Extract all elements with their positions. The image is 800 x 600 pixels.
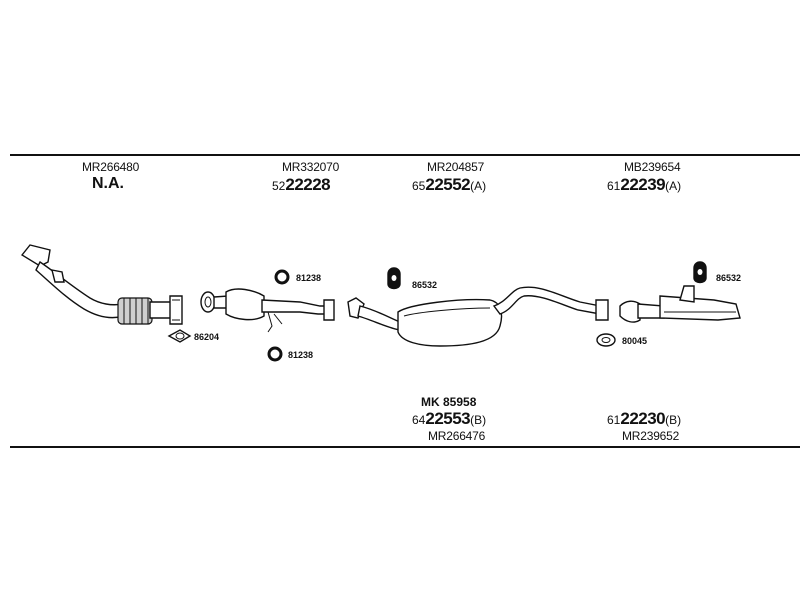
oe-number-5: MR266476: [428, 429, 486, 443]
oe-number-6: MR239652: [622, 429, 680, 443]
part-prefix: 61: [607, 179, 621, 193]
part-bold: 22553: [425, 409, 471, 428]
part-prefix: 65: [412, 179, 426, 193]
ref-number-hanger-middle: 86532: [412, 280, 438, 290]
part-bold: 22228: [285, 175, 331, 194]
ref-number-gasket: 86204: [194, 332, 220, 342]
part-bold: 22230: [620, 409, 666, 428]
part-number-5: 6422553(B): [412, 409, 486, 429]
catalytic-converter-drawing: [200, 288, 335, 333]
part-bold: 22239: [620, 175, 666, 194]
part-number-3: 6522552(A): [412, 175, 486, 195]
front-pipe-drawing: [20, 244, 183, 325]
part-number-4: 6122239(A): [607, 175, 681, 195]
part-suffix: (B): [470, 413, 487, 427]
mounting-kit-number: MK 85958: [421, 395, 477, 409]
part-suffix: (A): [665, 179, 682, 193]
part-bold: 22552: [425, 175, 471, 194]
part-prefix: 61: [607, 413, 621, 427]
part-suffix: (B): [665, 413, 682, 427]
rubber-hanger-86532-b: [693, 261, 707, 284]
rear-silencer-drawing: [619, 285, 741, 323]
gasket-80045-drawing: [596, 333, 616, 347]
oe-number-1: MR266480: [82, 160, 140, 174]
oe-number-2: MR332070: [282, 160, 340, 174]
rubber-hanger-86532-a: [387, 267, 401, 290]
part-prefix: 64: [412, 413, 426, 427]
top-rule: [10, 154, 800, 156]
ref-number-ring-top: 81238: [296, 273, 322, 283]
ref-number-hanger-rear: 86532: [716, 273, 742, 283]
main-muffler-drawing: [347, 286, 609, 347]
bottom-rule: [10, 446, 800, 448]
ref-number-gasket-rear: 80045: [622, 336, 648, 346]
part-prefix: 52: [272, 179, 286, 193]
gasket-86204-drawing: [167, 329, 192, 343]
not-available-label: N.A.: [92, 175, 124, 192]
part-number-2: 5222228: [272, 175, 331, 195]
oe-number-3: MR204857: [427, 160, 485, 174]
part-suffix: (A): [470, 179, 487, 193]
oe-number-4: MB239654: [624, 160, 681, 174]
part-number-6: 6122230(B): [607, 409, 681, 429]
ref-number-ring-bottom: 81238: [288, 350, 314, 360]
